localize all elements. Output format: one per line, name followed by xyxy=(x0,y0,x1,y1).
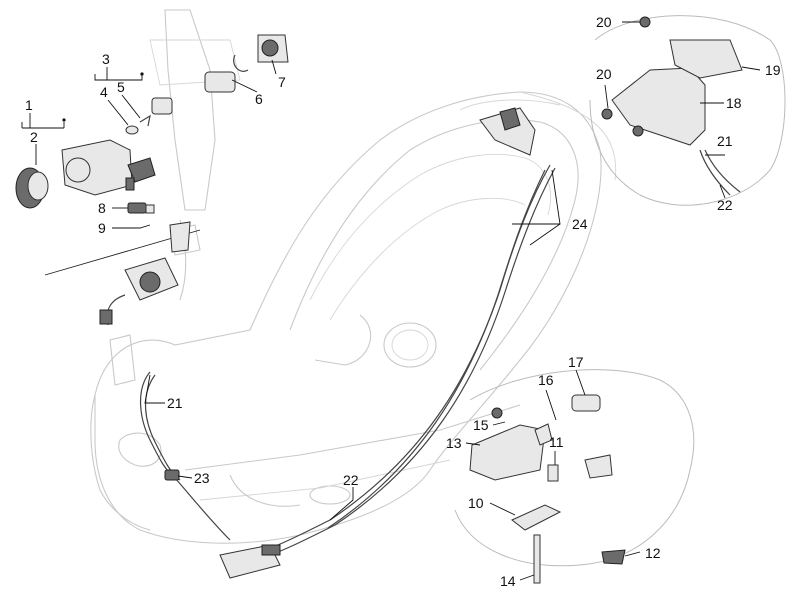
callout-22-lower: 22 xyxy=(343,472,359,488)
callout-7: 7 xyxy=(278,74,286,90)
callout-22-right: 22 xyxy=(717,197,733,213)
callout-14: 14 xyxy=(500,573,516,589)
callout-11: 11 xyxy=(549,434,564,450)
callout-12: 12 xyxy=(645,545,661,561)
seat-hinge-bracket xyxy=(601,16,743,196)
callout-19: 19 xyxy=(765,62,781,78)
callout-4: 4 xyxy=(100,84,108,100)
callout-15: 15 xyxy=(473,417,489,433)
callout-16: 16 xyxy=(538,372,554,388)
seat-release-cables xyxy=(139,164,556,558)
seat-latch-upper xyxy=(479,107,536,156)
ignition-switch-lower xyxy=(99,221,191,326)
callout-numbers: 1 2 3 4 5 6 7 8 9 24 21 23 22 20 19 20 1… xyxy=(25,14,781,589)
callout-21-right: 21 xyxy=(717,133,733,149)
detail-frame-top-right xyxy=(589,15,786,206)
callout-3: 3 xyxy=(102,51,110,67)
cable-end-23 xyxy=(164,469,180,481)
callout-21-left: 21 xyxy=(167,395,183,411)
callout-20-top: 20 xyxy=(596,14,612,30)
callout-1: 1 xyxy=(25,97,33,113)
callout-8: 8 xyxy=(98,200,106,216)
clip-parts-8-9 xyxy=(127,202,155,214)
detail-frame-bottom-right xyxy=(454,369,695,567)
callout-13: 13 xyxy=(446,435,462,451)
cable-junction-22 xyxy=(219,544,281,579)
lock-parts-6-7 xyxy=(204,34,289,93)
ignition-lock-assembly xyxy=(15,139,156,209)
callout-20-mid: 20 xyxy=(596,66,612,82)
scooter-frame-outline xyxy=(90,9,617,544)
callout-5: 5 xyxy=(117,79,125,95)
leader-lines xyxy=(21,21,761,581)
seat-lock-mechanism xyxy=(469,394,626,584)
callout-18: 18 xyxy=(726,95,742,111)
callout-2: 2 xyxy=(30,129,38,145)
callout-6: 6 xyxy=(255,91,263,107)
lock-parts-4-5 xyxy=(125,97,173,135)
callout-24: 24 xyxy=(572,216,588,232)
callout-9: 9 xyxy=(98,220,106,236)
callout-23: 23 xyxy=(194,470,210,486)
callout-10: 10 xyxy=(468,495,484,511)
callout-17: 17 xyxy=(568,354,584,370)
